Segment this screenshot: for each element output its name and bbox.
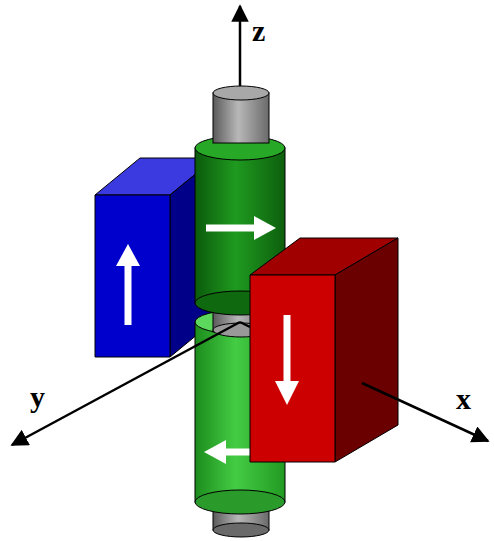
axis-label: y [30,382,45,412]
y-axis [12,322,240,445]
z-axis [239,6,242,92]
axis-label: z [252,16,265,46]
axis-label: x [456,384,471,414]
red-magnet [250,238,398,462]
shaft [213,86,269,143]
x-axis [362,383,488,441]
x-axis [240,322,250,327]
